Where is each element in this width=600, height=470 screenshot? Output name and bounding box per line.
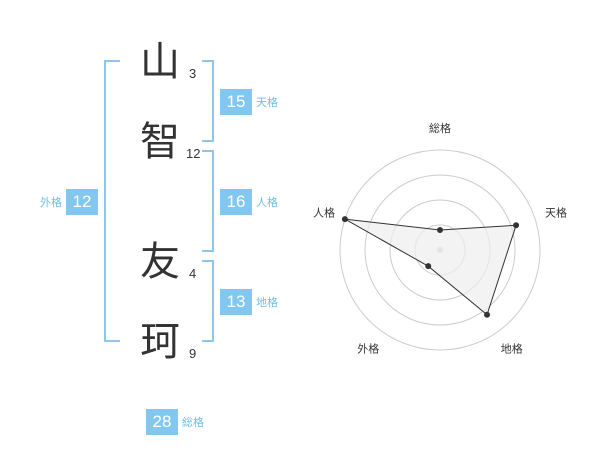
stroke-count-2: 12 — [186, 146, 201, 161]
jinkaku-bracket — [202, 150, 214, 252]
stroke-count-3: 4 — [189, 266, 197, 281]
radar-axis-label-2: 天格 — [545, 205, 567, 219]
jinkaku-label: 人格 — [256, 196, 278, 209]
radar-ring-3 — [364, 174, 516, 326]
tenkaku-value: 15 — [220, 89, 252, 115]
radar-point-1 — [437, 227, 443, 233]
stroke-count-1: 3 — [189, 66, 197, 81]
stroke-count-4: 9 — [189, 346, 197, 361]
radar-ring-4 — [339, 149, 541, 351]
radar-axis-label-4: 外格 — [357, 342, 379, 356]
jinkaku-badge: 16 人格 — [220, 189, 278, 215]
tenkaku-bracket — [202, 60, 214, 142]
radar-axis-label-1: 総格 — [429, 121, 451, 135]
gaikaku-bracket — [104, 60, 120, 342]
gaikaku-label: 外格 — [40, 196, 62, 209]
gaikaku-badge: 外格 12 — [40, 189, 98, 215]
gaikaku-value: 12 — [66, 189, 98, 215]
radar-point-5 — [341, 216, 348, 223]
radar-axis-label-5: 人格 — [313, 205, 335, 219]
name-char-3: 友 — [140, 239, 180, 285]
radar-point-3 — [484, 311, 491, 318]
chikaku-badge: 13 地格 — [220, 289, 278, 315]
name-char-4: 珂 — [140, 319, 180, 365]
soukaku-badge: 28 総格 — [146, 409, 204, 435]
chikaku-value: 13 — [220, 289, 252, 315]
radar-point-4 — [425, 263, 432, 270]
name-char-2: 智 — [140, 119, 180, 165]
chikaku-bracket — [202, 260, 214, 342]
tenkaku-label: 天格 — [256, 96, 278, 109]
soukaku-label: 総格 — [182, 416, 204, 429]
tenkaku-badge: 15 天格 — [220, 89, 278, 115]
jinkaku-value: 16 — [220, 189, 252, 215]
soukaku-value: 28 — [146, 409, 178, 435]
radar-axis-label-3: 地格 — [501, 342, 523, 356]
chikaku-label: 地格 — [256, 296, 278, 309]
radar-point-2 — [513, 222, 520, 229]
name-char-1: 山 — [140, 39, 180, 85]
